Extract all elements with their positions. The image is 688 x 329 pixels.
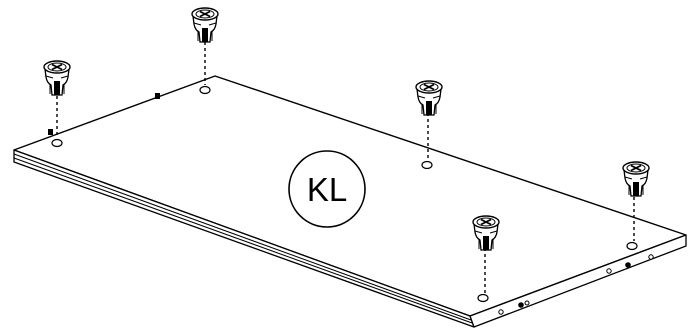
- cam-lock-fitting: [622, 161, 650, 197]
- cam-hole: [477, 293, 489, 303]
- cam-hole: [626, 241, 638, 251]
- cam-holes: [51, 85, 638, 303]
- part-label: KL: [288, 150, 366, 228]
- cam-lock-fitting: [191, 7, 219, 43]
- cam-hole: [199, 85, 211, 95]
- cam-lock-fitting: [415, 80, 443, 116]
- cam-hole: [421, 160, 433, 170]
- insertion-guides: [56, 36, 635, 293]
- part-label-circle: [288, 150, 366, 228]
- part-label-text: KL: [307, 171, 347, 208]
- cam-hole: [51, 138, 63, 148]
- cam-lock-fitting: [43, 60, 71, 96]
